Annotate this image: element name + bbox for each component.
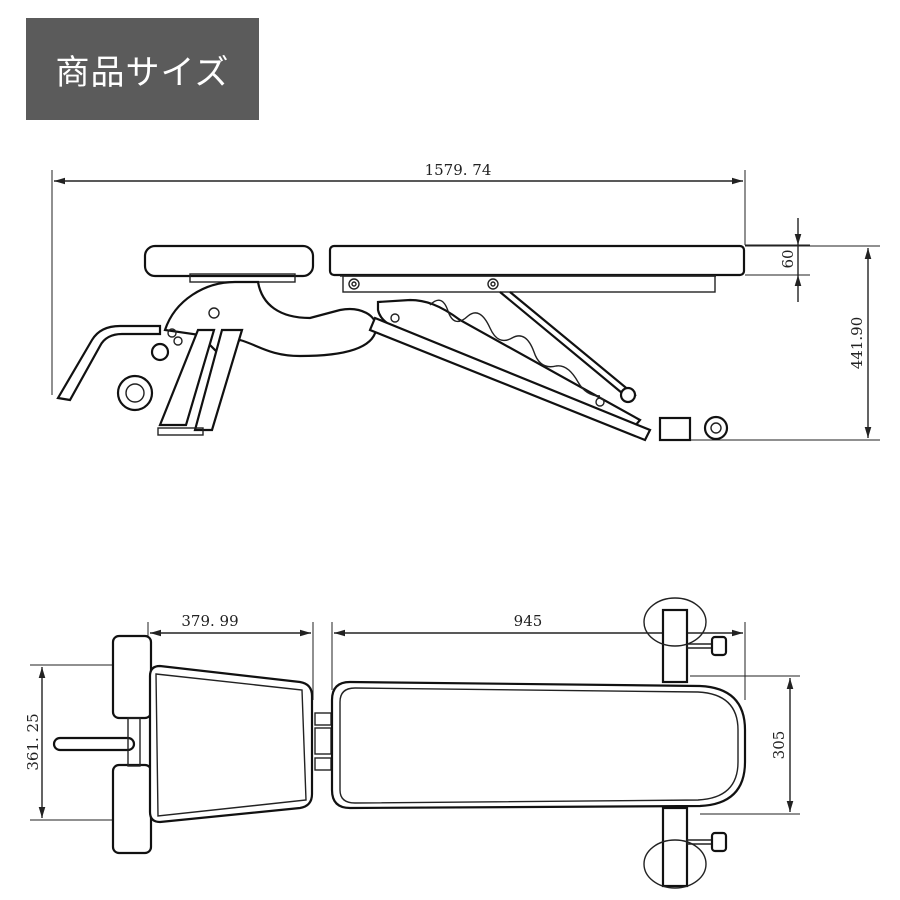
rear-wheel [703, 415, 729, 441]
wheel-circle-bottom [643, 839, 707, 889]
seat-pad [143, 244, 315, 278]
foot-roller-top [111, 634, 153, 720]
rear-post-bottom [661, 806, 689, 888]
dim-seat-width: 361. 25 [24, 713, 42, 770]
foot-roller-arm [56, 324, 162, 402]
dim-total-length: 1579. 74 [425, 161, 492, 179]
dim-back-width: 305 [770, 731, 788, 760]
front-foot [157, 427, 204, 436]
dim-total-height: 441.90 [848, 317, 866, 370]
back-rail [342, 275, 716, 293]
main-frame [163, 280, 378, 358]
top-view: 379. 99 945 361. 25 305 [24, 597, 800, 889]
front-roller [116, 374, 154, 412]
dim-pad-thickness: 60 [779, 249, 797, 268]
rear-leg [368, 316, 652, 442]
side-view: 1579. 74 60 441.90 [51, 161, 880, 442]
front-leg-b [193, 328, 244, 432]
rear-foot [658, 416, 692, 442]
foot-roller-bottom [111, 763, 153, 855]
back-pad [328, 244, 746, 277]
dim-back-length: 945 [514, 612, 543, 630]
seat-pad-top [148, 664, 314, 824]
roller-bar [52, 736, 136, 752]
page-title-badge: 商品サイズ [26, 18, 259, 120]
front-leg-a [158, 328, 216, 427]
wheel-circle-top [643, 597, 707, 647]
dim-seat-length: 379. 99 [181, 612, 238, 630]
back-pad-top [330, 680, 747, 810]
